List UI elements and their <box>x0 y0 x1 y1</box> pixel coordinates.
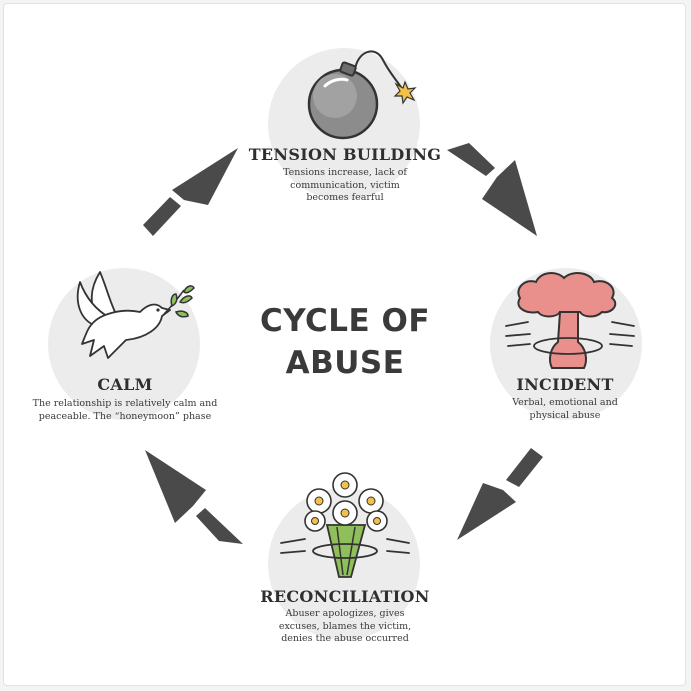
incident-desc-line: Verbal, emotional and <box>512 397 618 408</box>
incident-description: Verbal, emotional and physical abuse <box>480 397 650 422</box>
tension-building-title: TENSION BUILDING <box>248 145 442 164</box>
incident-desc-line: physical abuse <box>529 409 601 421</box>
calm-description: The relationship is relatively calm and … <box>20 398 230 423</box>
bouquet-icon <box>280 472 410 578</box>
dove-icon <box>76 271 195 359</box>
tension-desc-line: Tensions increase, lack of <box>283 167 407 178</box>
tension-desc-line: becomes fearful <box>306 192 384 203</box>
tension-building-description: Tensions increase, lack of communication… <box>240 167 450 205</box>
arrow-incident-to-reconciliation-head <box>457 483 516 540</box>
calm-title: CALM <box>97 375 153 394</box>
incident-title: INCIDENT <box>516 375 614 394</box>
arrow-calm-to-tension-head <box>172 148 238 205</box>
reconciliation-desc-line: denies the abuse occurred <box>281 633 409 644</box>
diagram-title: CYCLE OF ABUSE <box>215 300 475 384</box>
arrow-reconciliation-to-calm-head <box>145 450 206 523</box>
reconciliation-title: RECONCILIATION <box>260 587 430 606</box>
bomb-icon <box>307 50 417 140</box>
reconciliation-desc-line: excuses, blames the victim, <box>278 620 412 632</box>
calm-circle <box>48 268 200 420</box>
reconciliation-description: Abuser apologizes, gives excuses, blames… <box>240 608 450 646</box>
arrow-reconciliation-to-calm <box>196 508 243 544</box>
tension-desc-line: communication, victim <box>290 179 400 191</box>
reconciliation-desc-line: Abuser apologizes, gives <box>285 608 405 619</box>
calm-desc-line: The relationship is relatively calm and <box>32 398 218 409</box>
explosion-icon <box>505 272 635 369</box>
arrow-tension-to-incident-head <box>482 160 537 236</box>
arrow-incident-to-reconciliation <box>506 448 543 487</box>
calm-desc-line: peaceable. The “honeymoon” phase <box>38 410 212 422</box>
arrow-tension-to-incident <box>447 143 495 176</box>
arrow-calm-to-tension <box>143 197 181 236</box>
diagram-title-line: ABUSE <box>285 345 405 381</box>
diagram-title-line: CYCLE OF <box>259 303 431 339</box>
